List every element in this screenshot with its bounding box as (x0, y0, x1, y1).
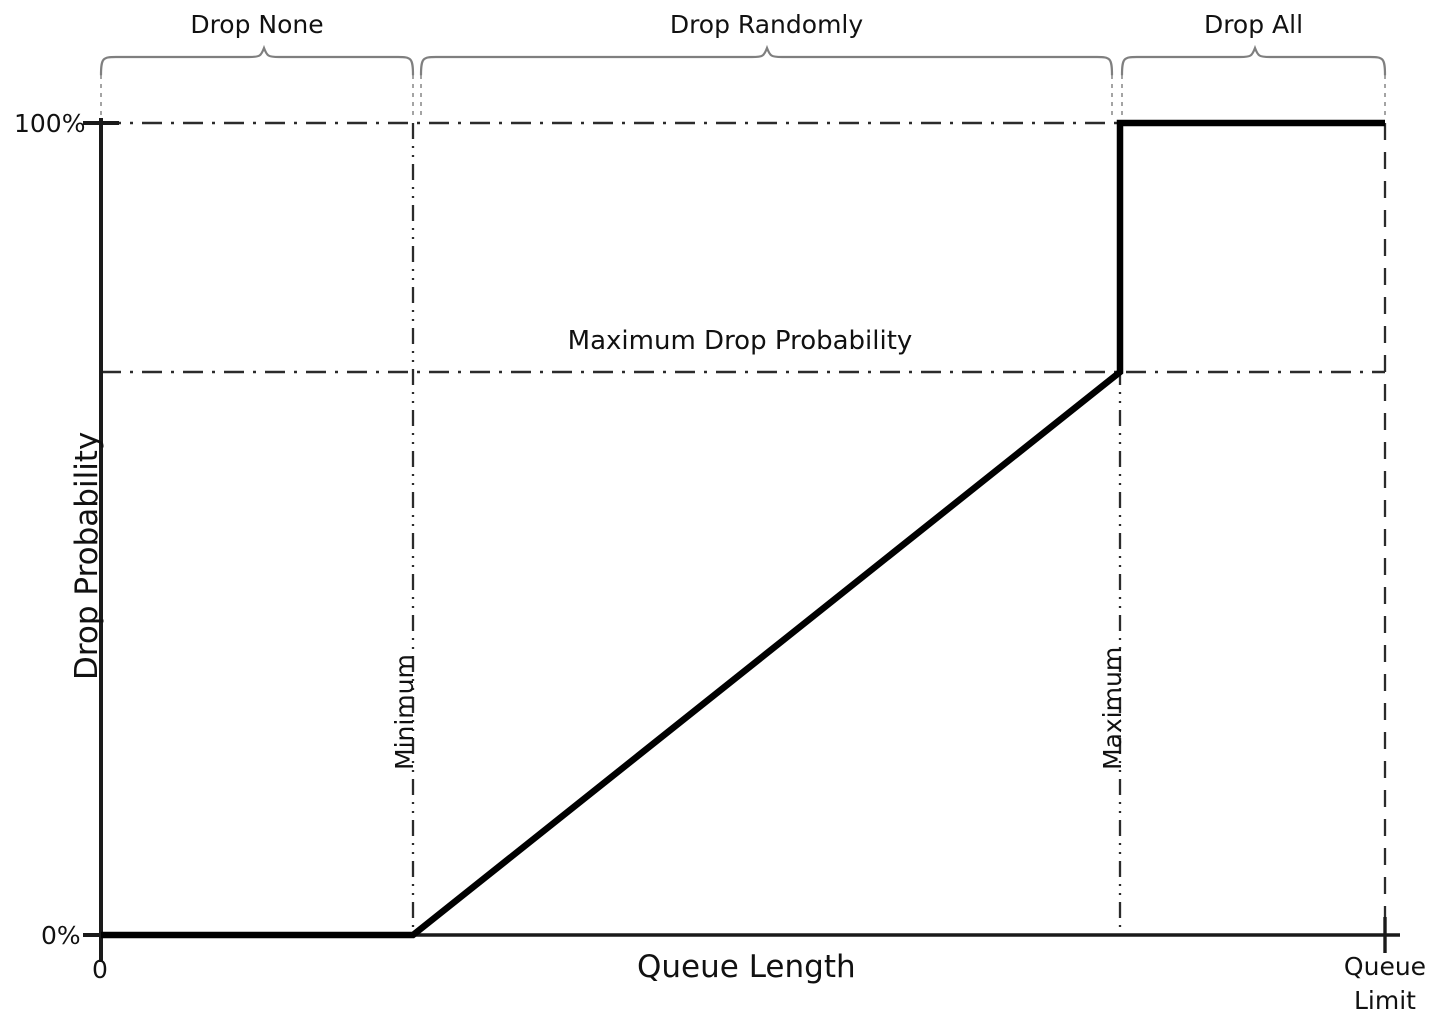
y-axis-tick-label-100: 100% (14, 109, 86, 138)
x-axis-queue-limit-label-line2: Limit (1354, 986, 1416, 1015)
annotation-minimum-threshold: Minimum (390, 654, 419, 770)
drop-probability-curve (101, 119, 1385, 939)
x-axis-title: Queue Length (637, 949, 856, 985)
brace-leader-lines (100, 75, 1386, 118)
y-axis-tick-label-0: 0% (41, 921, 81, 950)
x-axis-queue-limit-label-line1: Queue (1343, 952, 1427, 981)
region-brace-drop-all (1120, 44, 1387, 77)
region-label-drop-none: Drop None (190, 10, 324, 39)
region-label-drop-all: Drop All (1203, 10, 1304, 39)
annotation-max-drop-probability: Maximum Drop Probability (567, 326, 913, 356)
x-axis-origin-label: 0 (92, 955, 108, 984)
region-label-drop-randomly: Drop Randomly (669, 10, 864, 39)
y-axis-title: Drop Probability (69, 431, 105, 680)
region-brace-drop-none (99, 44, 415, 77)
annotation-maximum-threshold: Maximum (1098, 646, 1127, 770)
region-brace-drop-randomly (419, 44, 1114, 77)
